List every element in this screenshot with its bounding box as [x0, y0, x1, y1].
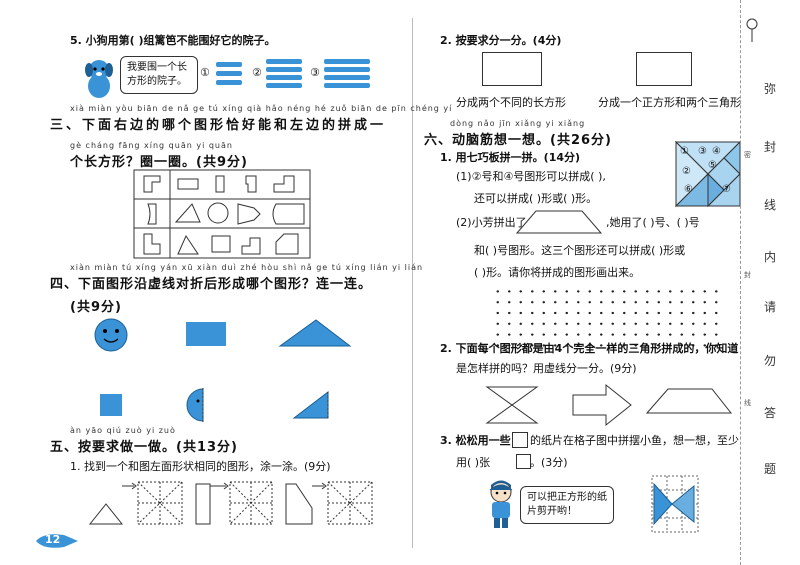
dot-grid	[492, 286, 722, 352]
s4-pinyin: xiàn miàn tú xíng yán xū xiàn duì zhé hò…	[70, 263, 424, 272]
margin-char-3: 线	[764, 198, 777, 212]
hourglass-shape	[485, 386, 539, 424]
rect-to-split-2	[636, 52, 692, 86]
s5-pinyin: àn yāo qiú zuò yi zuò	[70, 426, 176, 435]
half-smiley	[186, 388, 204, 422]
s6-q2-line2: 是怎样拼的吗？用虚线分一分。(9分)	[456, 362, 637, 375]
puppy-icon	[85, 60, 113, 98]
margin-char-4: 内	[764, 250, 777, 264]
option-1-label: ①	[200, 66, 210, 79]
puppy-speech-bubble: 我要围一个长方形的院子。	[120, 56, 198, 94]
s6-q3-line4: 。(3分)	[530, 456, 568, 469]
tangram-label-2: ②	[682, 166, 691, 177]
tangram-label-4: ④	[712, 146, 721, 157]
arrow-shape	[572, 383, 632, 427]
s6-q3-line1: 3. 松松用一些	[440, 434, 511, 447]
s6-pinyin: dòng nǎo jīn xiǎng yi xiǎng	[450, 119, 586, 128]
s3-pinyin-2: gè cháng fāng xíng quān yi quān	[70, 141, 233, 150]
s6-q1a-line2: 还可以拼成( )形或( )形。	[474, 192, 598, 205]
s5-title: 五、按要求做一做。(共13分)	[50, 440, 238, 455]
s6-q2-line1: 2. 下面每个图形都是由4个完全一样的三角形拼成的，你知道	[440, 342, 739, 355]
trapezoid-shape-2	[645, 388, 733, 414]
blue-rectangle	[186, 322, 226, 346]
tangram-label-1: ①	[680, 146, 689, 157]
tangram-label-3: ③	[698, 146, 707, 157]
s6-q1b-line4: ( )形。请你将拼成的图形画出来。	[474, 266, 641, 279]
margin-small-2: 封	[744, 271, 751, 279]
r-q2-caption-2: 分成一个正方形和两个三角形	[598, 96, 741, 109]
boy-icon	[489, 480, 513, 528]
fish-grid	[651, 475, 699, 533]
binding-ring-icon	[746, 18, 758, 42]
option-2-label: ②	[252, 66, 262, 79]
trapezoid-shape	[515, 210, 603, 234]
rect-to-split-1	[482, 52, 542, 86]
s6-q3-line3: 用( )张	[456, 456, 491, 469]
margin-char-2: 封	[764, 140, 777, 154]
blue-square-half	[100, 394, 122, 416]
shape-match-row	[88, 481, 373, 525]
smiley-circle	[94, 318, 128, 352]
s5-q1: 1. 找到一个和图左面形状相同的图形，涂一涂。(9分)	[70, 460, 331, 473]
s4-score: (共9分)	[70, 300, 122, 315]
fence-group-1	[216, 62, 242, 85]
blue-triangle	[278, 319, 352, 347]
s6-q1a-line1: (1)②号和④号图形可以拼成( ),	[456, 170, 606, 183]
margin-char-7: 答	[764, 406, 777, 420]
s3-pinyin-1: xià miàn yòu biān de nǎ ge tú xíng qià h…	[70, 104, 453, 113]
s3-title-2: 个长方形？圈一圈。(共9分)	[70, 155, 248, 170]
page-divider	[412, 18, 413, 548]
margin-char-8: 题	[764, 462, 777, 476]
margin-char-6: 勿	[764, 354, 777, 368]
half-triangle	[292, 390, 329, 419]
sealing-margin	[740, 0, 800, 565]
option-3-label: ③	[310, 66, 320, 79]
s4-title: 四、下面图形沿虚线对折后形成哪个图形？连一连。	[50, 277, 373, 292]
margin-char-5: 请	[764, 300, 777, 314]
s3-title-1: 三、下面右边的哪个图形恰好能和左边的拼成一	[50, 118, 387, 133]
margin-char-1: 弥	[764, 82, 777, 96]
page-number: 12	[45, 533, 61, 546]
s6-q1b-line2: ,她用了( )号、( )号	[606, 216, 700, 229]
tangram-label-5: ⑤	[708, 160, 717, 171]
s6-q1b-line1: (2)小芳拼出了	[456, 216, 527, 229]
paper-square-icon-2	[516, 454, 531, 469]
section3-shape-grid	[133, 169, 311, 259]
r-q2-caption-1: 分成两个不同的长方形	[456, 96, 566, 109]
q5-text: 5. 小狗用第( )组篱笆不能围好它的院子。	[70, 34, 276, 47]
fence-group-3	[324, 59, 370, 88]
s6-title: 六、动脑筋想一想。(共26分)	[424, 133, 612, 148]
tangram-label-6: ⑥	[684, 184, 693, 195]
boy-speech-bubble: 可以把正方形的纸片剪开哟！	[520, 486, 614, 524]
fence-group-2	[266, 59, 302, 88]
paper-square-icon	[512, 432, 528, 448]
r-q2-title: 2. 按要求分一分。(4分)	[440, 34, 562, 47]
page-number-badge	[36, 534, 78, 548]
margin-small-3: 线	[744, 399, 751, 407]
tangram-label-7: ⑦	[722, 184, 731, 195]
s6-q1b-line3: 和( )号图形。这三个图形还可以拼成( )形或	[474, 244, 686, 257]
s6-q3-line2: 的纸片在格子图中拼摆小鱼，想一想，至少	[530, 434, 739, 447]
s6-q1: 1. 用七巧板拼一拼。(14分)	[440, 151, 581, 164]
margin-small-1: 密	[744, 151, 751, 159]
